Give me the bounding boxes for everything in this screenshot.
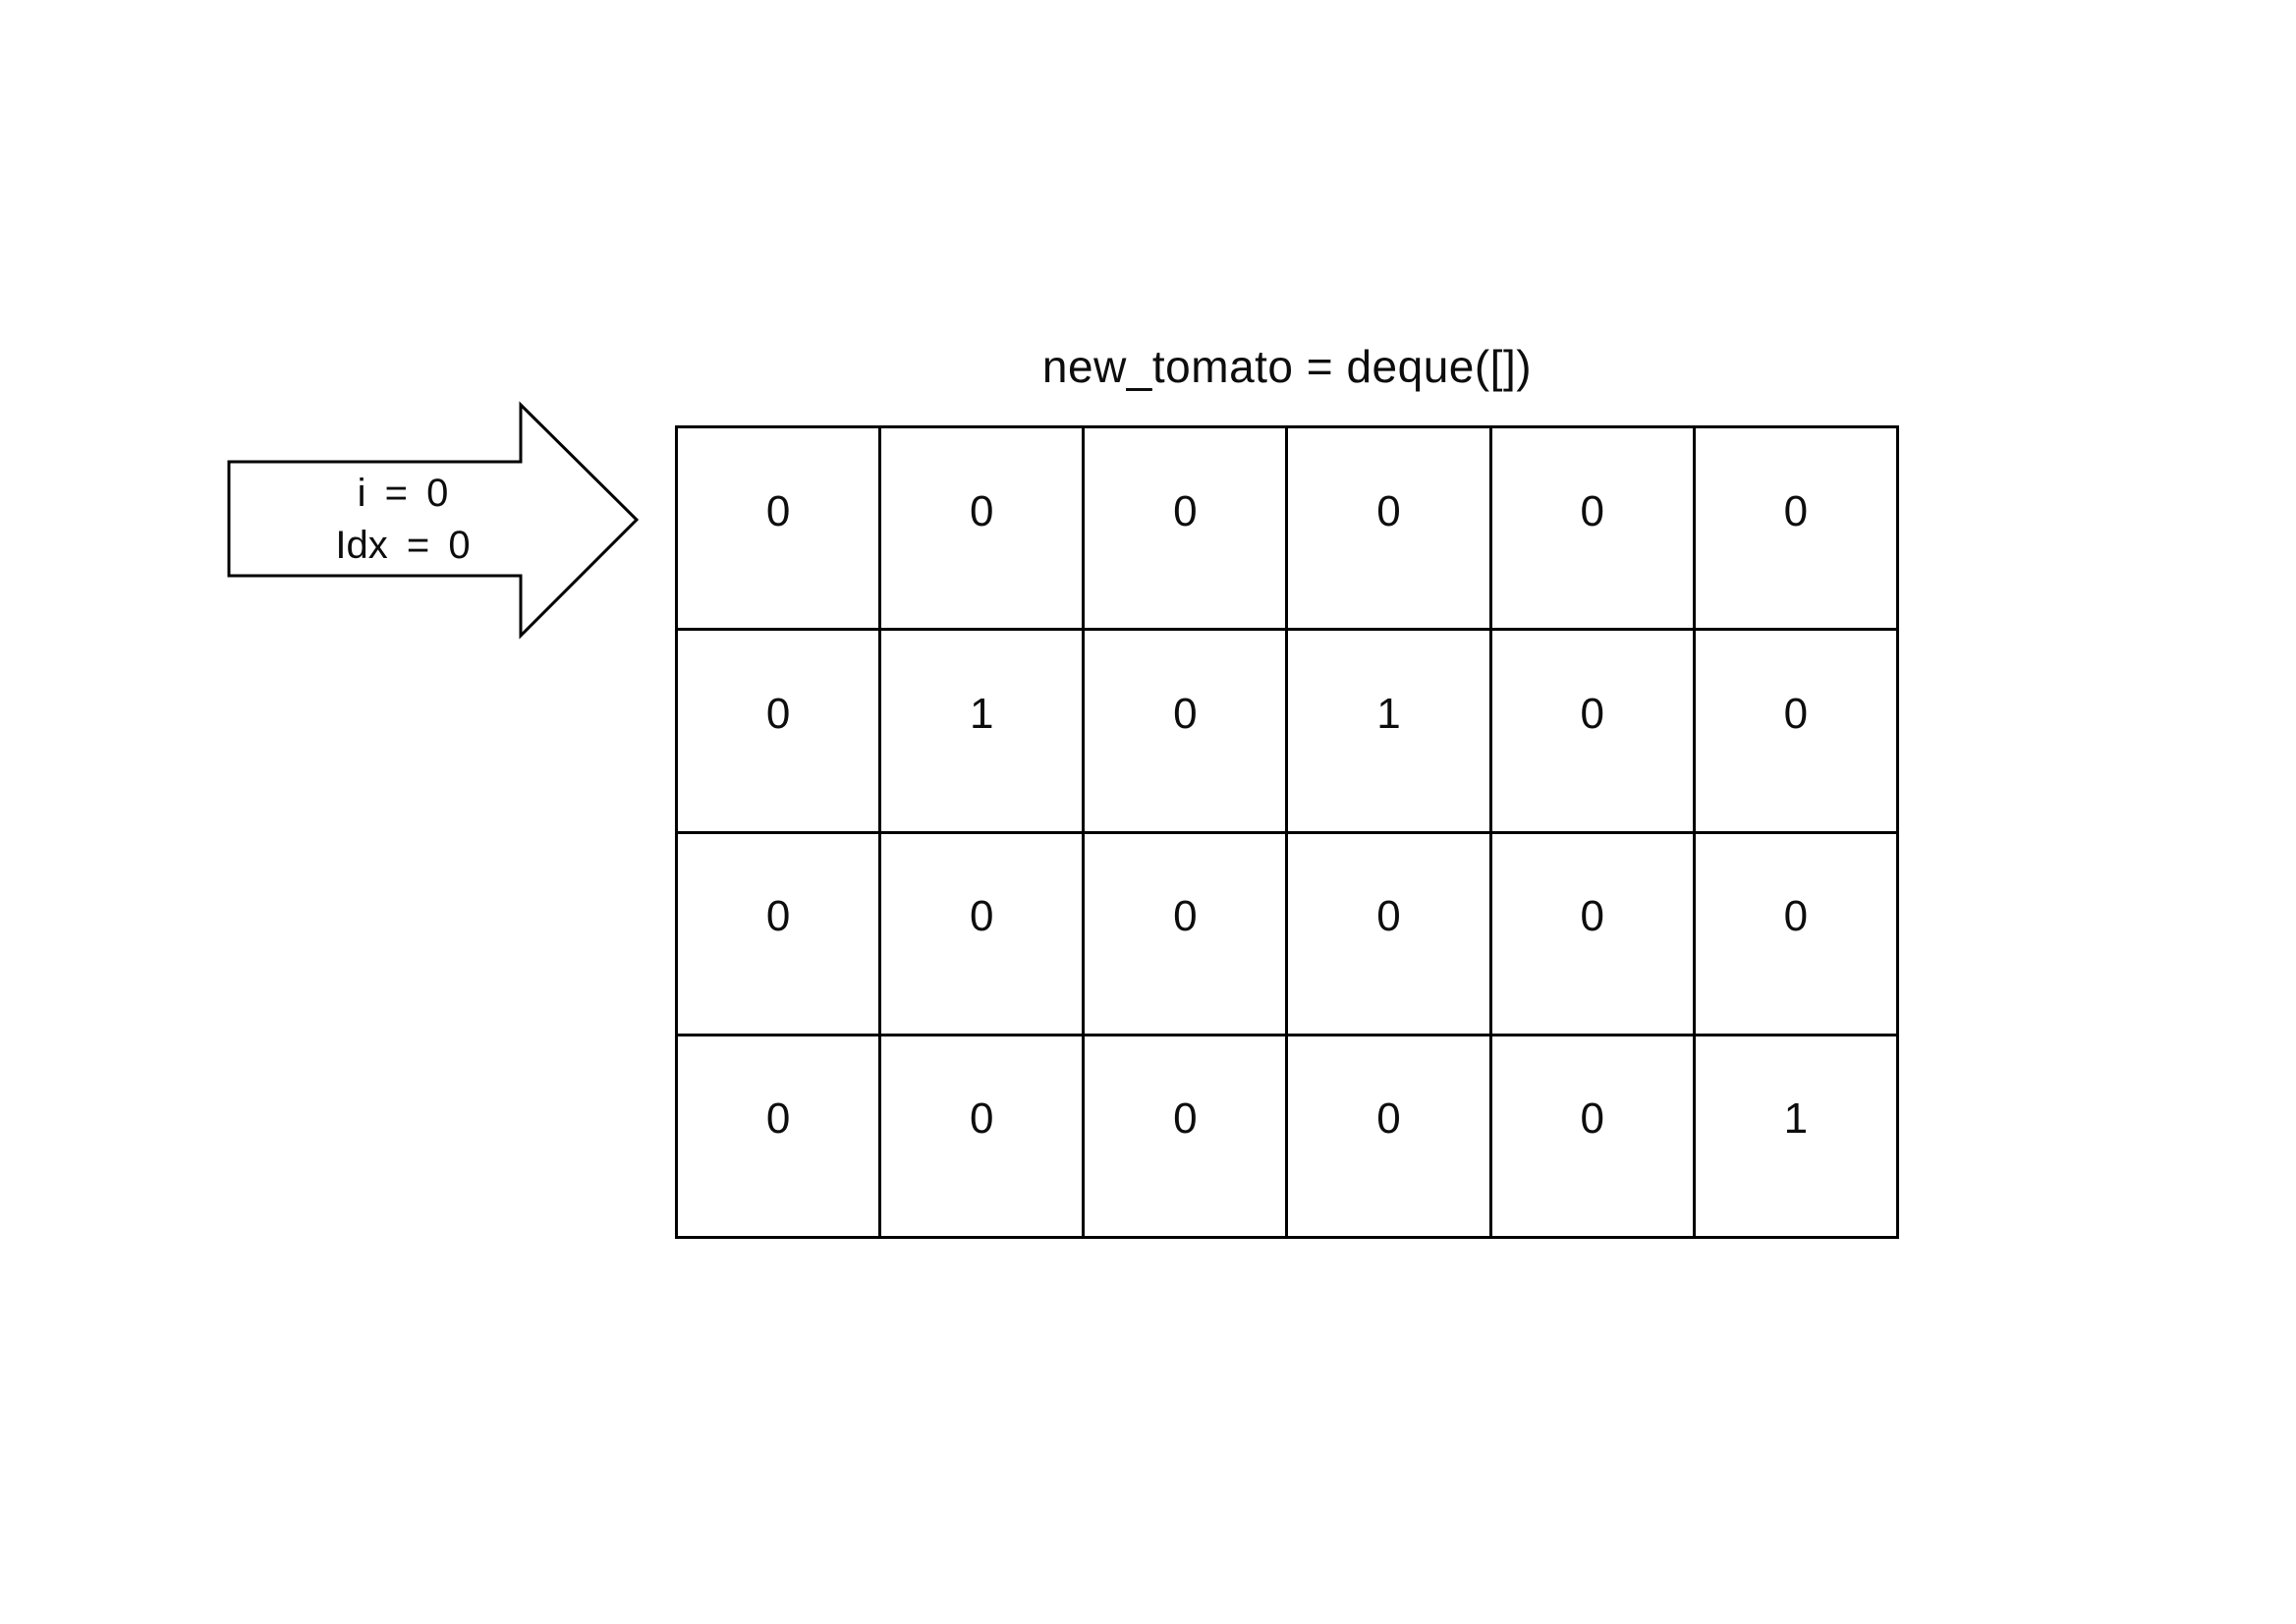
grid-cell: 0	[674, 424, 882, 632]
grid-cell: 0	[674, 1033, 882, 1240]
grid-cell: 1	[1692, 1033, 1900, 1240]
grid-row: 0 0 0 0 0 1	[674, 1033, 1900, 1240]
grid-cell: 0	[1488, 830, 1696, 1036]
grid-cell: 0	[1082, 628, 1289, 834]
grid-cell: 0	[1082, 830, 1289, 1036]
right-arrow-shape	[227, 401, 640, 640]
diagram-title: new_tomato = deque([])	[1041, 341, 1533, 392]
grid-cell: 0	[1488, 1033, 1696, 1240]
grid-cell: 0	[674, 830, 882, 1036]
grid-cell: 0	[1082, 424, 1289, 632]
arrow-label-line-i: i = 0	[357, 472, 449, 515]
grid-row: 0 0 0 0 0 0	[674, 424, 1900, 632]
arrow-label-line-idx: Idx = 0	[335, 524, 471, 567]
grid-cell: 0	[878, 1033, 1086, 1240]
grid-cell: 0	[1692, 424, 1900, 632]
grid-cell: 0	[1488, 628, 1696, 834]
grid-cell: 0	[1285, 424, 1492, 632]
arrow-label: i = 0 Idx = 0	[229, 468, 577, 572]
grid-cell: 0	[1488, 424, 1696, 632]
grid-cell: 0	[1082, 1033, 1289, 1240]
grid-cell: 0	[1692, 628, 1900, 834]
grid-row: 0 0 0 0 0 0	[674, 830, 1900, 1036]
grid-cell: 0	[878, 830, 1086, 1036]
grid-row: 0 1 0 1 0 0	[674, 628, 1900, 834]
grid-cell: 0	[878, 424, 1086, 632]
tomato-grid-body: 0 0 0 0 0 0 0 1 0 1 0 0 0 0 0 0 0 0	[674, 424, 1900, 1240]
grid-cell: 0	[1285, 830, 1492, 1036]
grid-cell: 1	[1285, 628, 1492, 834]
grid-cell: 0	[674, 628, 882, 834]
grid-cell: 0	[1285, 1033, 1492, 1240]
grid-cell: 1	[878, 628, 1086, 834]
grid-cell: 0	[1692, 830, 1900, 1036]
tomato-grid: 0 0 0 0 0 0 0 1 0 1 0 0 0 0 0 0 0 0	[674, 424, 1900, 1240]
